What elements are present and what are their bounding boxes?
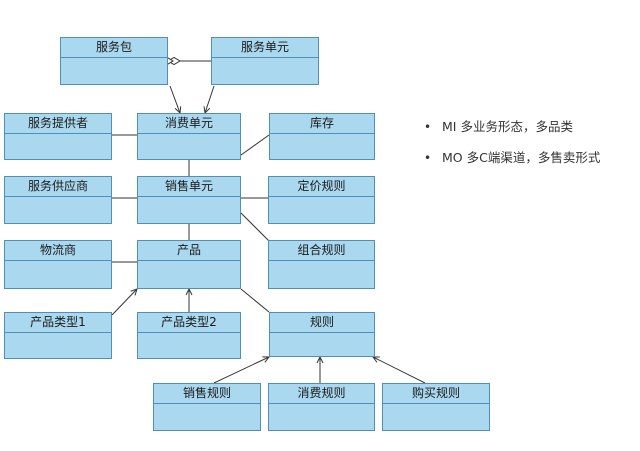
class-title: 产品类型2 xyxy=(138,313,240,333)
class-title: 规则 xyxy=(270,313,374,333)
class-box-sales-unit: 销售单元 xyxy=(137,176,241,224)
class-box-service-unit: 服务单元 xyxy=(211,37,319,85)
class-box-service-supplier: 服务供应商 xyxy=(4,176,112,224)
class-box-inventory: 库存 xyxy=(269,113,375,160)
notes-list: • MI 多业务形态，多品类 • MO 多C端渠道，多售卖形式 xyxy=(424,116,600,178)
connector-product-rule xyxy=(240,288,270,313)
class-title: 服务供应商 xyxy=(5,177,111,197)
class-box-pricing-rule: 定价规则 xyxy=(268,176,375,224)
class-box-consumption-unit: 消费单元 xyxy=(137,113,241,160)
class-title: 产品类型1 xyxy=(5,313,111,333)
connector-sales-combination xyxy=(240,212,270,242)
class-title: 物流商 xyxy=(5,241,111,261)
class-title: 组合规则 xyxy=(269,241,374,261)
class-box-product: 产品 xyxy=(137,240,241,289)
arrow-unit-to-consumption xyxy=(205,85,215,113)
class-box-product-type-1: 产品类型1 xyxy=(4,312,112,359)
class-box-sales-rule: 销售规则 xyxy=(153,383,261,431)
class-box-service-package: 服务包 xyxy=(60,37,168,85)
class-box-logistics-provider: 物流商 xyxy=(4,240,112,289)
class-box-combination-rule: 组合规则 xyxy=(268,240,375,289)
class-box-service-provider: 服务提供者 xyxy=(4,113,112,160)
arrow-sales-rule-to-rule xyxy=(213,357,269,384)
class-title: 消费单元 xyxy=(138,114,240,134)
class-title: 服务单元 xyxy=(212,38,318,58)
bullet-icon: • xyxy=(424,120,432,134)
arrow-package-to-consumption xyxy=(169,85,180,113)
class-box-rule: 规则 xyxy=(269,312,375,357)
class-box-purchase-rule: 购买规则 xyxy=(382,383,490,431)
note-text: MO 多C端渠道，多售卖形式 xyxy=(442,150,601,165)
class-box-consumption-rule: 消费规则 xyxy=(268,383,375,431)
connector-consumption-inventory xyxy=(240,134,270,156)
class-title: 库存 xyxy=(270,114,374,134)
arrow-purchase-rule-to-rule xyxy=(373,357,426,384)
class-title: 消费规则 xyxy=(269,384,374,404)
class-title: 销售规则 xyxy=(154,384,260,404)
class-title: 服务包 xyxy=(61,38,167,58)
arrow-type1-to-product xyxy=(111,289,137,316)
note-item: • MI 多业务形态，多品类 xyxy=(424,116,600,135)
class-title: 定价规则 xyxy=(269,177,374,197)
class-title: 服务提供者 xyxy=(5,114,111,134)
class-title: 销售单元 xyxy=(138,177,240,197)
class-title: 产品 xyxy=(138,241,240,261)
class-box-product-type-2: 产品类型2 xyxy=(137,312,241,359)
class-title: 购买规则 xyxy=(383,384,489,404)
bullet-icon: • xyxy=(424,151,432,165)
note-item: • MO 多C端渠道，多售卖形式 xyxy=(424,147,600,166)
note-text: MI 多业务形态，多品类 xyxy=(442,119,573,134)
